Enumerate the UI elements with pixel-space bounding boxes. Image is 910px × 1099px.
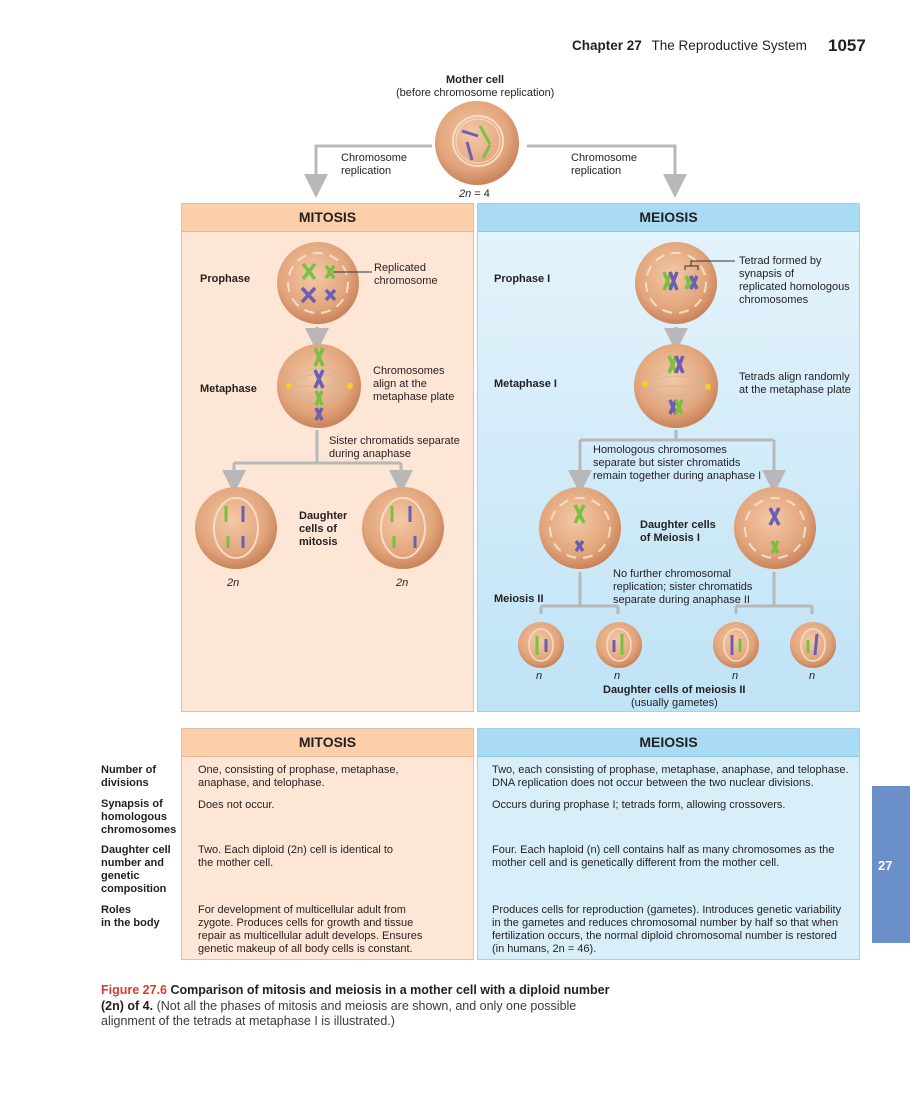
- tetrad-callout: Tetrad formed by synapsis of replicated …: [739, 255, 850, 306]
- mother-ploidy: 2n = 4: [459, 188, 490, 200]
- comparison-mitosis-column: MITOSIS: [181, 728, 474, 960]
- comparison-mitosis-header: MITOSIS: [182, 729, 473, 757]
- mitosis-daughter-ploidy-left: 2n: [227, 577, 240, 589]
- mitosis-daughter-cell-left: [195, 487, 277, 569]
- arrow-to-meiosis: [527, 144, 687, 198]
- chapter-side-tab-label: 27: [878, 858, 893, 873]
- cell-meiosis-daughter-cells: Four. Each haploid (n) cell contains hal…: [492, 844, 835, 869]
- gamete-cell-3: [713, 622, 759, 668]
- comparison-meiosis-column: MEIOSIS: [477, 728, 860, 960]
- gamete-ploidy-4: n: [809, 670, 816, 682]
- right-arrow-label: Chromosome replication: [571, 152, 638, 177]
- meiosis-anaphaseI-note: Homologous chromosomes separate but sist…: [593, 444, 762, 482]
- cell-meiosis-synapsis: Occurs during prophase I; tetrads form, …: [492, 799, 786, 811]
- replicated-chromosome-callout: Replicated chromosome: [374, 262, 438, 287]
- meiosis-metaphaseI-cell: [634, 344, 718, 428]
- mitosis-daughter-label: Daughter cells of mitosis: [299, 510, 348, 548]
- meiosisI-daughter-cell-left: [539, 487, 621, 569]
- caption-bold-1: Comparison of mitosis and meiosis in a m…: [170, 983, 561, 997]
- mitosis-metaphase-label: Metaphase: [200, 383, 257, 395]
- row-label-roles: Roles in the body: [101, 904, 160, 929]
- meiosis-prophaseI-cell: [635, 242, 735, 324]
- chapter-title: The Reproductive System: [651, 38, 807, 53]
- figure-caption: Figure 27.6 Comparison of mitosis and me…: [101, 983, 621, 1030]
- mother-cell-subtitle: (before chromosome replication): [396, 87, 555, 99]
- mitosis-daughter-ploidy-right: 2n: [396, 577, 409, 589]
- arrow-to-mitosis: [304, 144, 432, 198]
- mitosis-metaphase-cell: [277, 344, 361, 428]
- left-arrow-label: Chromosome replication: [341, 152, 408, 177]
- cell-mitosis-roles: For development of multicellular adult f…: [198, 904, 423, 955]
- row-label-daughter-cells: Daughter cell number and genetic composi…: [101, 844, 171, 895]
- page-number: 1057: [828, 36, 866, 55]
- meiosisI-daughter-label: Daughter cells of Meiosis I: [640, 519, 716, 544]
- meiosisII-daughter-label: Daughter cells of meiosis II: [603, 684, 746, 696]
- cell-mitosis-synapsis: Does not occur.: [198, 799, 275, 811]
- gamete-ploidy-1: n: [536, 670, 543, 682]
- arrow-meiosisII-left: [539, 572, 620, 614]
- row-label-synapsis: Synapsis of homologous chromosomes: [101, 798, 177, 836]
- arrow-meiosis-split: [578, 430, 776, 478]
- mitosis-prophase-cell: [277, 242, 372, 324]
- mitosis-daughter-cell-right: [362, 487, 444, 569]
- row-label-divisions: Number of divisions: [101, 764, 156, 789]
- gamete-cell-2: [596, 622, 642, 668]
- meiosis-metaphaseI-label: Metaphase I: [494, 378, 557, 390]
- gamete-cell-4: [790, 622, 836, 668]
- mitosis-prophase-label: Prophase: [200, 273, 251, 285]
- chapter-side-tab: 27: [872, 786, 910, 943]
- gamete-cell-1: [518, 622, 564, 668]
- chapter-number: Chapter 27: [572, 38, 642, 53]
- meiosis-metaphaseI-note: Tetrads align randomly at the metaphase …: [739, 371, 851, 396]
- meiosisII-label: Meiosis II: [494, 593, 544, 605]
- flow-arrows: [222, 144, 814, 614]
- meiosisII-note: No further chromosomal replication; sist…: [613, 568, 753, 606]
- meiosisII-daughter-sub: (usually gametes): [631, 697, 718, 709]
- cell-mitosis-daughter-cells: Two. Each diploid (2n) cell is identical…: [198, 844, 394, 869]
- running-head: Chapter 27 The Reproductive System: [572, 38, 807, 53]
- meiosis-panel-title: MEIOSIS: [478, 204, 859, 232]
- cell-meiosis-divisions: Two, each consisting of prophase, metaph…: [492, 764, 849, 789]
- mitosis-panel-title: MITOSIS: [182, 204, 473, 232]
- gamete-ploidy-3: n: [732, 670, 739, 682]
- cell-meiosis-roles: Produces cells for reproduction (gametes…: [492, 904, 842, 955]
- gamete-ploidy-2: n: [614, 670, 621, 682]
- meiosis-prophaseI-label: Prophase I: [494, 273, 551, 285]
- mother-cell: [435, 101, 519, 185]
- mitosis-anaphase-note: Sister chromatids separate during anapha…: [329, 435, 460, 460]
- comparison-meiosis-header: MEIOSIS: [478, 729, 859, 757]
- caption-regular: (Not all the phases of mitosis and meios…: [101, 998, 577, 1029]
- arrow-meiosisII-right: [734, 572, 814, 614]
- cell-mitosis-divisions: One, consisting of prophase, metaphase, …: [198, 764, 399, 789]
- caption-bold-2: number (2n) of 4.: [101, 983, 610, 1013]
- mitosis-metaphase-note: Chromosomes align at the metaphase plate: [373, 365, 455, 403]
- mother-cell-title: Mother cell: [446, 74, 505, 86]
- arrow-mitosis-split: [232, 430, 403, 480]
- figure-number: Figure 27.6: [101, 983, 167, 997]
- meiosisI-daughter-cell-right: [734, 487, 816, 569]
